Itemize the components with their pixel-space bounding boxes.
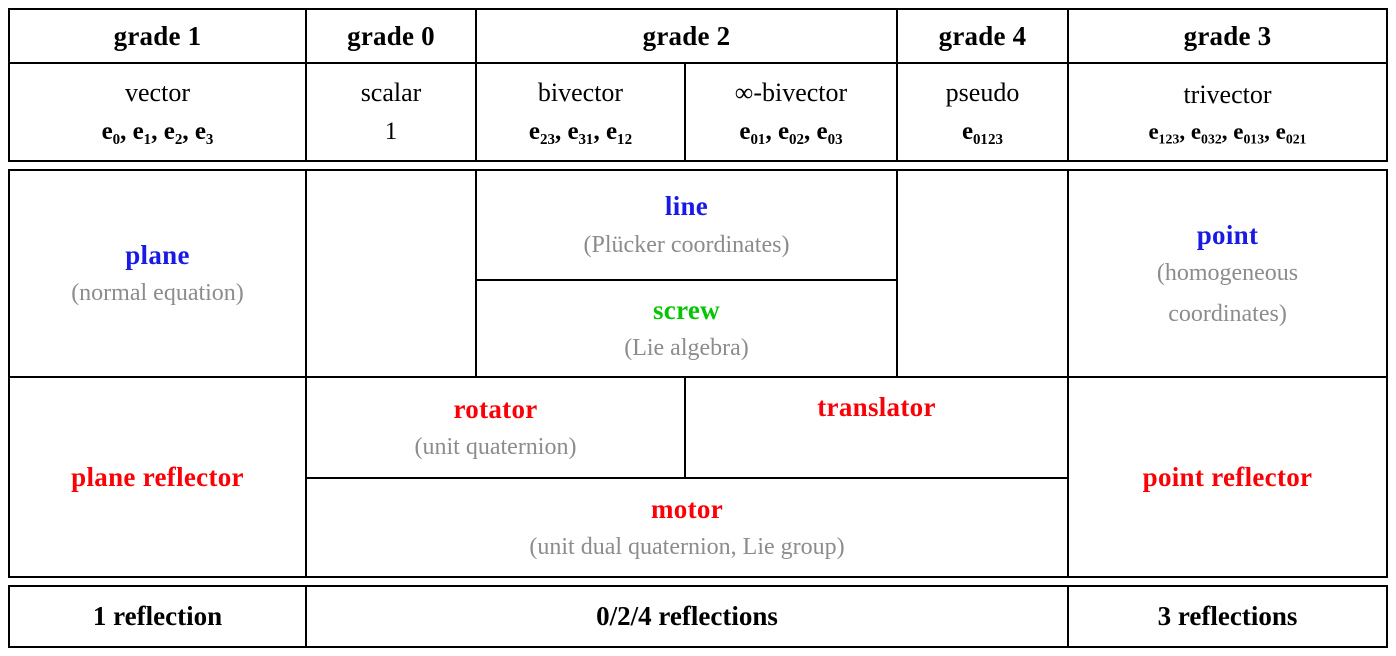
rule-v-footer-1 (305, 585, 307, 647)
element-bivector: bivector e₂₃, e₃₁, e₁₂ (477, 64, 684, 160)
header-grade-3: grade 3 (1069, 10, 1386, 62)
rule-section2-top (8, 169, 1388, 171)
rule-v-motor-right (1067, 376, 1069, 577)
element-vector-name: vector (125, 78, 190, 108)
element-trivector-basis: e₁₂₃, e₀₃₂, e₀₁₃, e₀₂₁ (1148, 118, 1307, 144)
header-grade-0-label: grade 0 (347, 20, 435, 51)
rule-v-right-footer (1386, 585, 1388, 647)
object-line: line (Plücker coordinates) (477, 171, 896, 279)
header-grade-1: grade 1 (10, 10, 305, 62)
object-line-label: line (664, 191, 709, 222)
reflections-1: 1 reflection (10, 587, 305, 646)
operator-plane-reflector-label: plane reflector (71, 461, 244, 492)
element-infinite-bivector: ∞-bivector e₀₁, e₀₂, e₀₃ (686, 64, 896, 160)
rule-v-g1-g0 (305, 8, 307, 162)
rule-v-left (8, 8, 10, 162)
element-vector: vector e₀, e₁, e₂, e₃ (10, 64, 305, 160)
reflections-3: 3 reflections (1069, 587, 1386, 646)
element-infinite-bivector-basis: e₀₁, e₀₂, e₀₃ (739, 117, 843, 145)
header-grade-3-label: grade 3 (1183, 20, 1272, 51)
rule-v-point-left (1067, 169, 1069, 377)
object-plane-note: (normal equation) (71, 280, 244, 307)
rule-top (8, 8, 1388, 10)
rule-motor-split (306, 477, 1068, 479)
element-pseudo-basis: e₀₁₂₃ (961, 117, 1004, 145)
reflections-1-label: 1 reflection (92, 601, 223, 632)
reflections-024: 0/2/4 reflections (307, 587, 1067, 646)
operator-motor-note: (unit dual quaternion, Lie group) (529, 534, 845, 561)
operator-rotator-note: (unit quaternion) (414, 434, 577, 461)
operator-translator: translator (686, 378, 1067, 477)
header-grade-2: grade 2 (477, 10, 896, 62)
operator-point-reflector: point reflector (1069, 378, 1386, 576)
rule-v-rot-trans-split (684, 376, 686, 478)
rule-v-left-footer (8, 585, 10, 647)
object-plane-label: plane (125, 239, 190, 270)
header-grade-0: grade 0 (307, 10, 475, 62)
object-scalar-empty (307, 171, 475, 376)
header-grade-1-label: grade 1 (113, 20, 202, 51)
rule-v-lineblock-left (475, 169, 477, 377)
rule-header-bottom (8, 160, 1388, 162)
operator-point-reflector-label: point reflector (1142, 461, 1313, 492)
element-infinite-bivector-name: ∞-bivector (734, 78, 848, 108)
operator-motor: motor (unit dual quaternion, Lie group) (307, 479, 1067, 576)
element-bivector-basis: e₂₃, e₃₁, e₁₂ (528, 117, 633, 145)
rule-v-right-s2 (1386, 169, 1388, 377)
header-grade-2-label: grade 2 (642, 20, 731, 51)
rule-v-footer-2 (1067, 585, 1069, 647)
rule-line-screw-split (476, 279, 897, 281)
rule-section2-bottom (8, 376, 1388, 378)
header-grade-4-label: grade 4 (938, 20, 1027, 51)
object-point-note-line2: coordinates) (1168, 300, 1287, 327)
rule-v-left-s3 (8, 376, 10, 577)
rule-v-g2-g4 (896, 8, 898, 162)
rule-v-plane-right (305, 169, 307, 377)
rule-v-lineblock-right (896, 169, 898, 377)
element-trivector-name: trivector (1183, 79, 1272, 109)
object-screw: screw (Lie algebra) (477, 281, 896, 376)
object-screw-label: screw (653, 294, 720, 325)
object-point: point (homogeneous coordinates) (1069, 171, 1386, 376)
element-trivector: trivector e₁₂₃, e₀₃₂, e₀₁₃, e₀₂₁ (1069, 64, 1386, 160)
reflections-024-label: 0/2/4 reflections (596, 601, 778, 632)
header-grade-4: grade 4 (898, 10, 1067, 62)
element-bivector-name: bivector (537, 78, 624, 108)
reflections-3-label: 3 reflections (1157, 601, 1298, 632)
rule-section3-bottom (8, 576, 1388, 578)
object-point-label: point (1196, 219, 1259, 250)
element-scalar-name: scalar (360, 78, 422, 108)
rule-bottom (8, 646, 1388, 648)
rule-v-left-s2 (8, 169, 10, 377)
object-line-note: (Plücker coordinates) (583, 231, 790, 258)
operator-translator-label: translator (817, 392, 936, 422)
object-point-note-line1: (homogeneous (1156, 260, 1299, 287)
operator-motor-label: motor (651, 493, 723, 524)
rule-header-mid (8, 62, 1388, 64)
rule-v-right (1386, 8, 1388, 162)
object-screw-note: (Lie algebra) (624, 335, 749, 362)
rule-v-right-s3 (1386, 376, 1388, 577)
element-vector-basis: e₀, e₁, e₂, e₃ (101, 117, 214, 145)
object-plane: plane (normal equation) (10, 171, 305, 376)
element-scalar-basis: 1 (384, 117, 398, 145)
element-scalar: scalar 1 (307, 64, 475, 160)
element-pseudo-name: pseudo (945, 78, 1020, 108)
rule-v-bivector-split (684, 62, 686, 162)
operator-plane-reflector: plane reflector (10, 378, 305, 576)
rule-v-g4-g3 (1067, 8, 1069, 162)
operator-rotator-label: rotator (453, 393, 538, 424)
object-pseudo-empty (898, 171, 1067, 376)
operator-rotator: rotator (unit quaternion) (307, 378, 684, 477)
rule-v-g0-g2 (475, 8, 477, 162)
element-pseudo: pseudo e₀₁₂₃ (898, 64, 1067, 160)
rule-footer-top (8, 585, 1388, 587)
rule-v-planerefl-right (305, 376, 307, 577)
